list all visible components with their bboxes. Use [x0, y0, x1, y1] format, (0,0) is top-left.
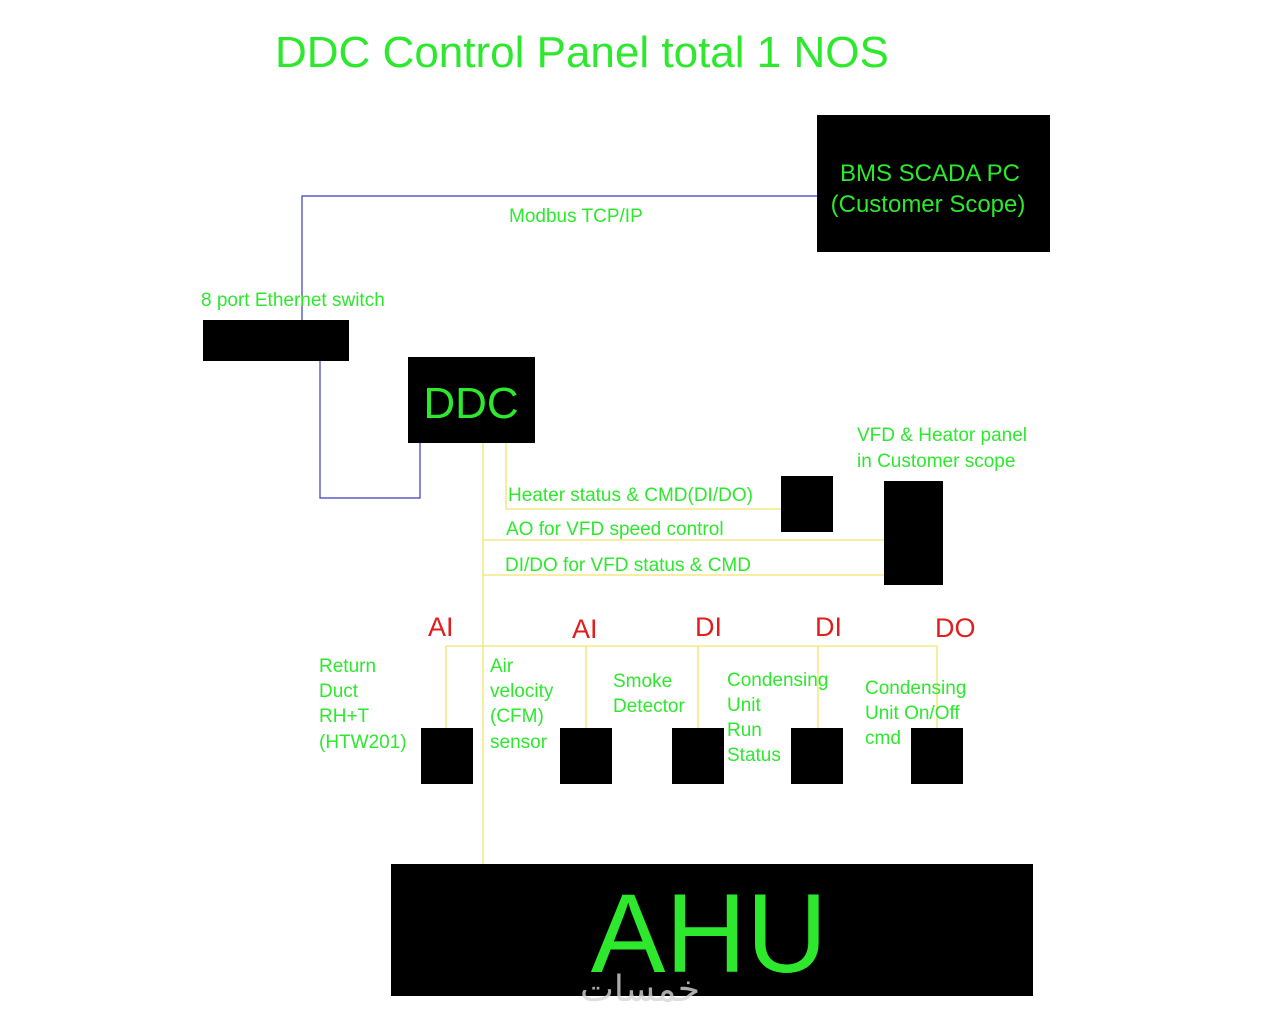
- device-label-smoke-detector: Smoke Detector: [613, 671, 685, 717]
- ddc-controller-box: [408, 357, 535, 443]
- heater-box: [781, 476, 833, 532]
- io-type-label: AI: [572, 614, 598, 644]
- ethernet-switch-box: [203, 320, 349, 361]
- modbus-link-line: [301, 195, 817, 320]
- condensing-run-status-box: [791, 728, 843, 784]
- io-type-label: AI: [428, 612, 454, 642]
- diagram-title: DDC Control Panel total 1 NOS: [275, 28, 889, 77]
- ahu-label: AHU: [591, 871, 827, 996]
- switch-to-ddc-link-line: [319, 360, 421, 499]
- heater-signal-wire: [505, 443, 781, 510]
- device-label-air-velocity: Air velocity (CFM) sensor: [490, 656, 559, 753]
- vfd-panel-label-1: VFD & Heator panel: [857, 425, 1027, 446]
- ahu-box: [391, 864, 1033, 996]
- device-label-condensing-onoff: Condensing Unit On/Off cmd: [865, 678, 972, 749]
- bms-scada-pc-label: BMS SCADA PC: [840, 160, 1020, 187]
- modbus-label: Modbus TCP/IP: [509, 206, 643, 227]
- watermark-logo: خمسات: [580, 969, 700, 1010]
- bms-scope-label: (Customer Scope): [831, 191, 1026, 218]
- heater-signal-label: Heater status & CMD(DI/DO): [508, 485, 753, 506]
- condensing-onoff-box: [911, 728, 963, 784]
- io-type-label: DO: [935, 613, 976, 643]
- device-label-return-duct: Return Duct RH+T (HTW201): [319, 656, 407, 753]
- vfd-heater-panel-box: [884, 481, 943, 585]
- device-label-condensing-run-status: Condensing Unit Run Status: [727, 670, 834, 766]
- switch-label: 8 port Ethernet switch: [201, 290, 385, 311]
- smoke-detector-box: [672, 728, 724, 784]
- bms-scada-pc-box: [817, 115, 1050, 252]
- io-type-label: DI: [815, 612, 842, 642]
- vfd-panel-label-2: in Customer scope: [857, 451, 1015, 472]
- rh-t-sensor-box: [421, 728, 473, 784]
- io-type-label: DI: [695, 612, 722, 642]
- dido-vfd-label: DI/DO for VFD status & CMD: [505, 555, 751, 576]
- air-velocity-sensor-box: [560, 728, 612, 784]
- ddc-label: DDC: [423, 379, 518, 428]
- ao-vfd-label: AO for VFD speed control: [506, 519, 724, 540]
